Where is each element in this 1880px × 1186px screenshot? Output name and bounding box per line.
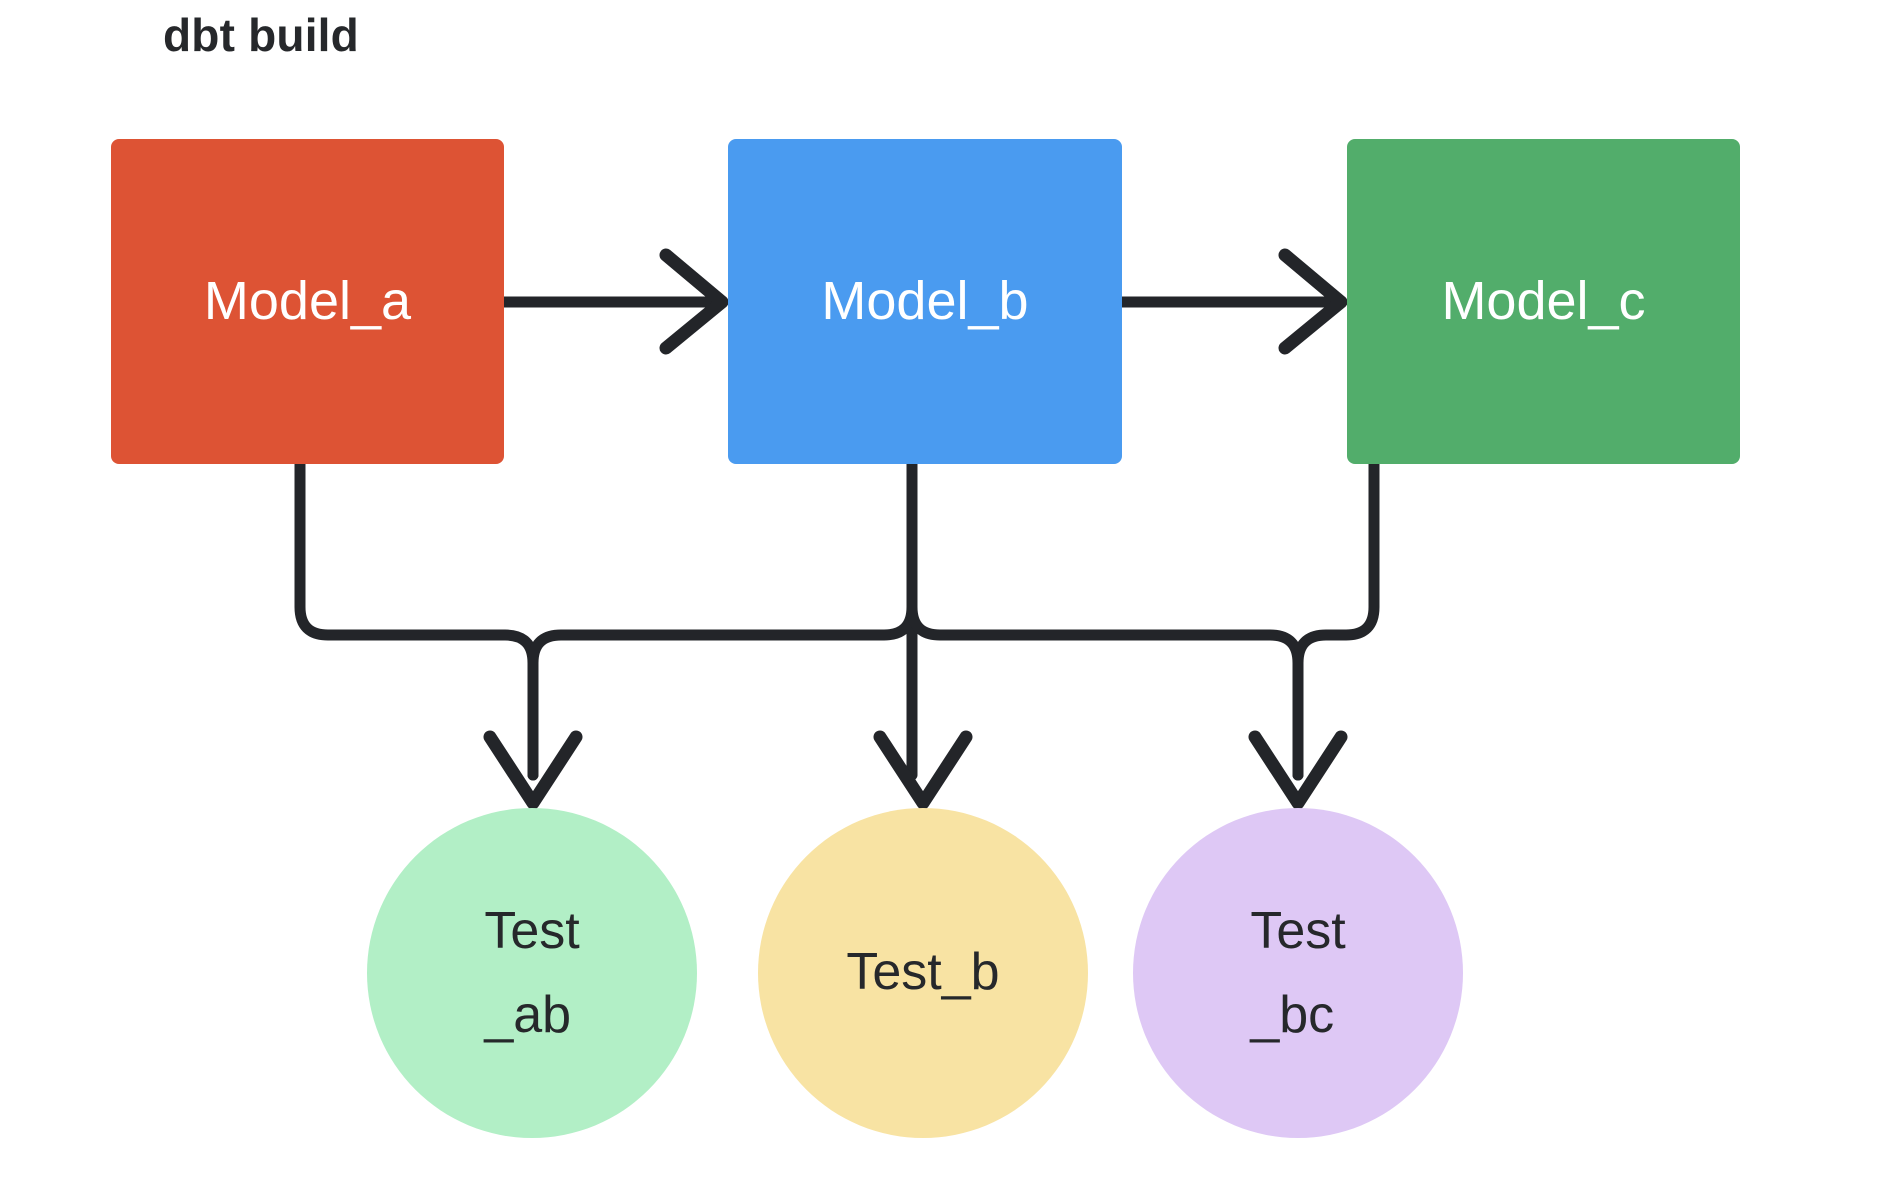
node-model-b-label: Model_b [821, 270, 1029, 331]
arrowhead-icon [659, 248, 729, 355]
node-model-a-label: Model_a [203, 270, 412, 331]
arrowhead-icon [1278, 248, 1348, 355]
arrowhead-icon [1248, 730, 1348, 810]
arrowhead-into-test-bc [1248, 730, 1348, 810]
edge-model-a-to-model-b [504, 248, 729, 355]
edge-model-b-to-test-bc [906, 458, 1304, 781]
edge-model-b-to-test-ab [527, 458, 918, 781]
edge-model-a-to-test-ab [294, 458, 539, 781]
edge-model-b-to-model-c [1122, 248, 1348, 355]
node-model-c-label: Model_c [1441, 270, 1646, 331]
arrowhead-into-test-ab [483, 730, 583, 810]
node-test-b-label: Test_b [846, 943, 1000, 1002]
arrowhead-icon [483, 730, 583, 810]
node-test-bc[interactable]: Test _bc [1133, 808, 1463, 1138]
node-model-c[interactable]: Model_c [1347, 139, 1740, 464]
node-model-b[interactable]: Model_b [728, 139, 1122, 464]
node-model-a[interactable]: Model_a [111, 139, 504, 464]
node-test-ab-label: Test _ab [484, 901, 580, 1044]
arrowhead-icon [873, 730, 973, 810]
diagram-title: dbt build [163, 9, 359, 61]
node-test-ab[interactable]: Test _ab [367, 808, 697, 1138]
arrowhead-into-test-b [873, 730, 973, 810]
node-test-b[interactable]: Test_b [758, 808, 1088, 1138]
node-test-bc-label: Test _bc [1250, 901, 1346, 1044]
edge-model-c-to-test-bc [1292, 458, 1380, 781]
